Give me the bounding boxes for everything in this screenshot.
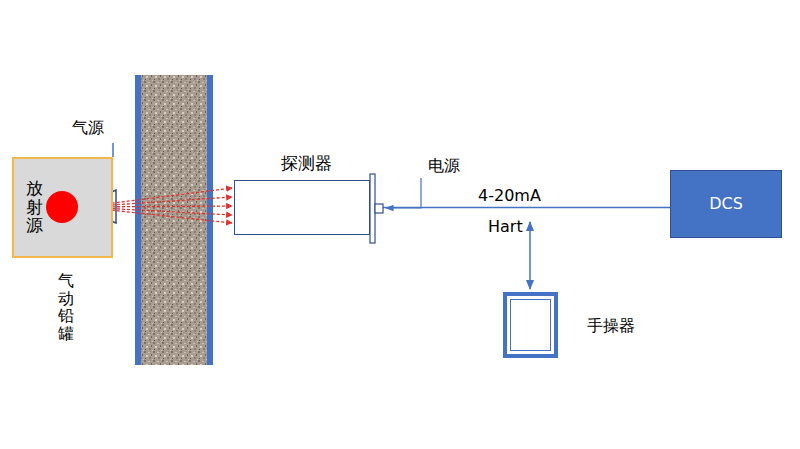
wall-plate — [135, 75, 141, 365]
node-label: DCS — [709, 194, 743, 213]
node-label: 探测器 — [281, 153, 332, 173]
free-label: 气源 — [72, 118, 104, 137]
wall-texture — [140, 75, 207, 365]
handheld-box: 手操器 — [503, 292, 558, 358]
vertical-label: 气动铅罐 — [58, 272, 74, 342]
dcs-box: DCS — [670, 170, 782, 238]
vertical-label: 放射源 — [26, 179, 43, 235]
power-line — [386, 178, 421, 208]
signal-label: 4-20mA — [478, 186, 541, 205]
source-dot — [46, 191, 78, 223]
hart-link — [529, 222, 531, 289]
source-box: 放射源气动铅罐 — [12, 157, 113, 258]
detector-flange — [370, 174, 375, 243]
free-label: 电源 — [428, 156, 460, 175]
detector: 探测器 — [234, 180, 370, 235]
node-label: 手操器 — [587, 316, 635, 335]
connector-plug — [375, 204, 383, 213]
free-label: Hart — [488, 217, 523, 236]
air-line — [112, 143, 114, 157]
